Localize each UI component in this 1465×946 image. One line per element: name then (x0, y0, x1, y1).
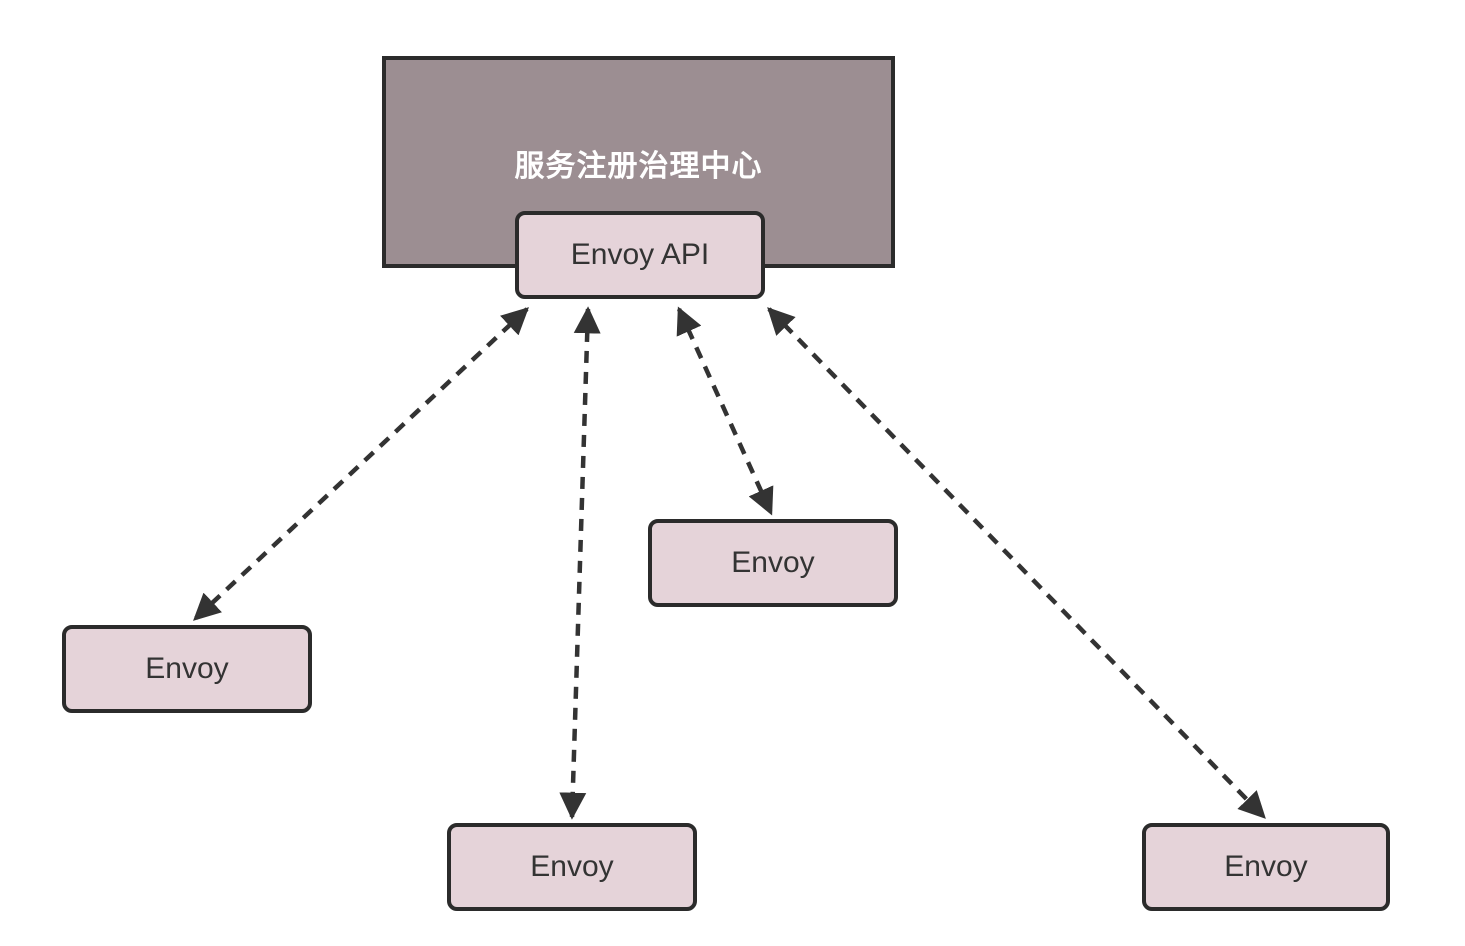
node-envoy-bottom-right-label: Envoy (1224, 850, 1308, 883)
node-envoy-bottom-center[interactable]: Envoy (447, 823, 697, 911)
service-registry-label: 服务注册治理中心 (514, 150, 763, 183)
edge-api-middle-right (676, 306, 774, 516)
node-envoy-bottom-right[interactable]: Envoy (1142, 823, 1390, 911)
node-envoy-api[interactable]: Envoy API (515, 211, 765, 299)
node-envoy-left[interactable]: Envoy (62, 625, 312, 713)
node-envoy-middle-right[interactable]: Envoy (648, 519, 898, 607)
node-envoy-middle-right-label: Envoy (731, 546, 815, 579)
node-envoy-left-label: Envoy (145, 652, 229, 685)
node-envoy-bottom-center-label: Envoy (530, 850, 614, 883)
edge-api-left (193, 307, 529, 621)
node-envoy-api-label: Envoy API (570, 238, 710, 271)
edge-api-bottom-center (559, 306, 601, 820)
edge-api-bottom-right (767, 307, 1266, 819)
